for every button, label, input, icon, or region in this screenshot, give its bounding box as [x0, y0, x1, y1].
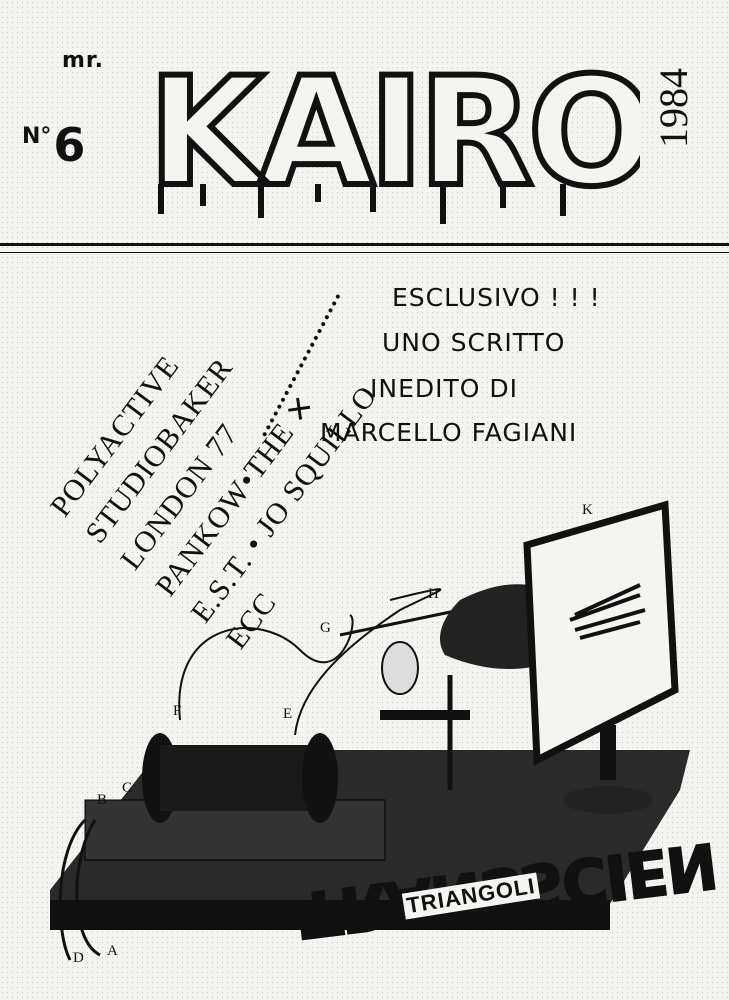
year: 1984	[651, 68, 696, 148]
notice-line: MARCELLO FAGIANI	[320, 418, 578, 447]
label-d: D	[73, 950, 84, 966]
issue-number: N°6	[22, 118, 85, 172]
label-e: E	[283, 706, 292, 722]
label-k: K	[582, 502, 593, 518]
screen-stand	[600, 725, 616, 780]
drips	[158, 184, 566, 224]
coil-end-right	[302, 733, 338, 823]
label-b: B	[97, 792, 107, 808]
screen-hand-bones	[569, 583, 646, 640]
notice-line: ESCLUSIVO ! ! !	[392, 283, 601, 312]
label-a: A	[107, 943, 118, 959]
x-ray-apparatus-illustration: K H G F E C B D A	[50, 500, 690, 966]
cable	[58, 818, 101, 961]
tube-electrode	[339, 608, 461, 637]
table-edge	[50, 900, 610, 930]
notice-line: UNO SCRITTO	[382, 328, 566, 357]
stand-clamp	[380, 710, 470, 720]
magazine-title-logo: KAIROLIK	[145, 43, 640, 224]
title-text: KAIROLIK	[148, 46, 640, 220]
wire	[294, 588, 442, 736]
label-g: G	[320, 620, 331, 636]
issue-mark: N°	[22, 124, 52, 149]
wire	[178, 614, 354, 721]
notice-line: INEDITO DI	[370, 374, 519, 403]
divider-line-thin	[0, 252, 729, 253]
screen-base	[563, 786, 653, 814]
label-c: C	[122, 780, 132, 796]
divider-line	[0, 243, 729, 246]
induction-coil	[160, 745, 320, 811]
label-f: F	[173, 703, 181, 719]
title-prefix: mr.	[62, 48, 104, 73]
label-h: H	[428, 586, 439, 602]
crookes-tube	[381, 641, 419, 695]
issue-value: 6	[53, 118, 86, 172]
